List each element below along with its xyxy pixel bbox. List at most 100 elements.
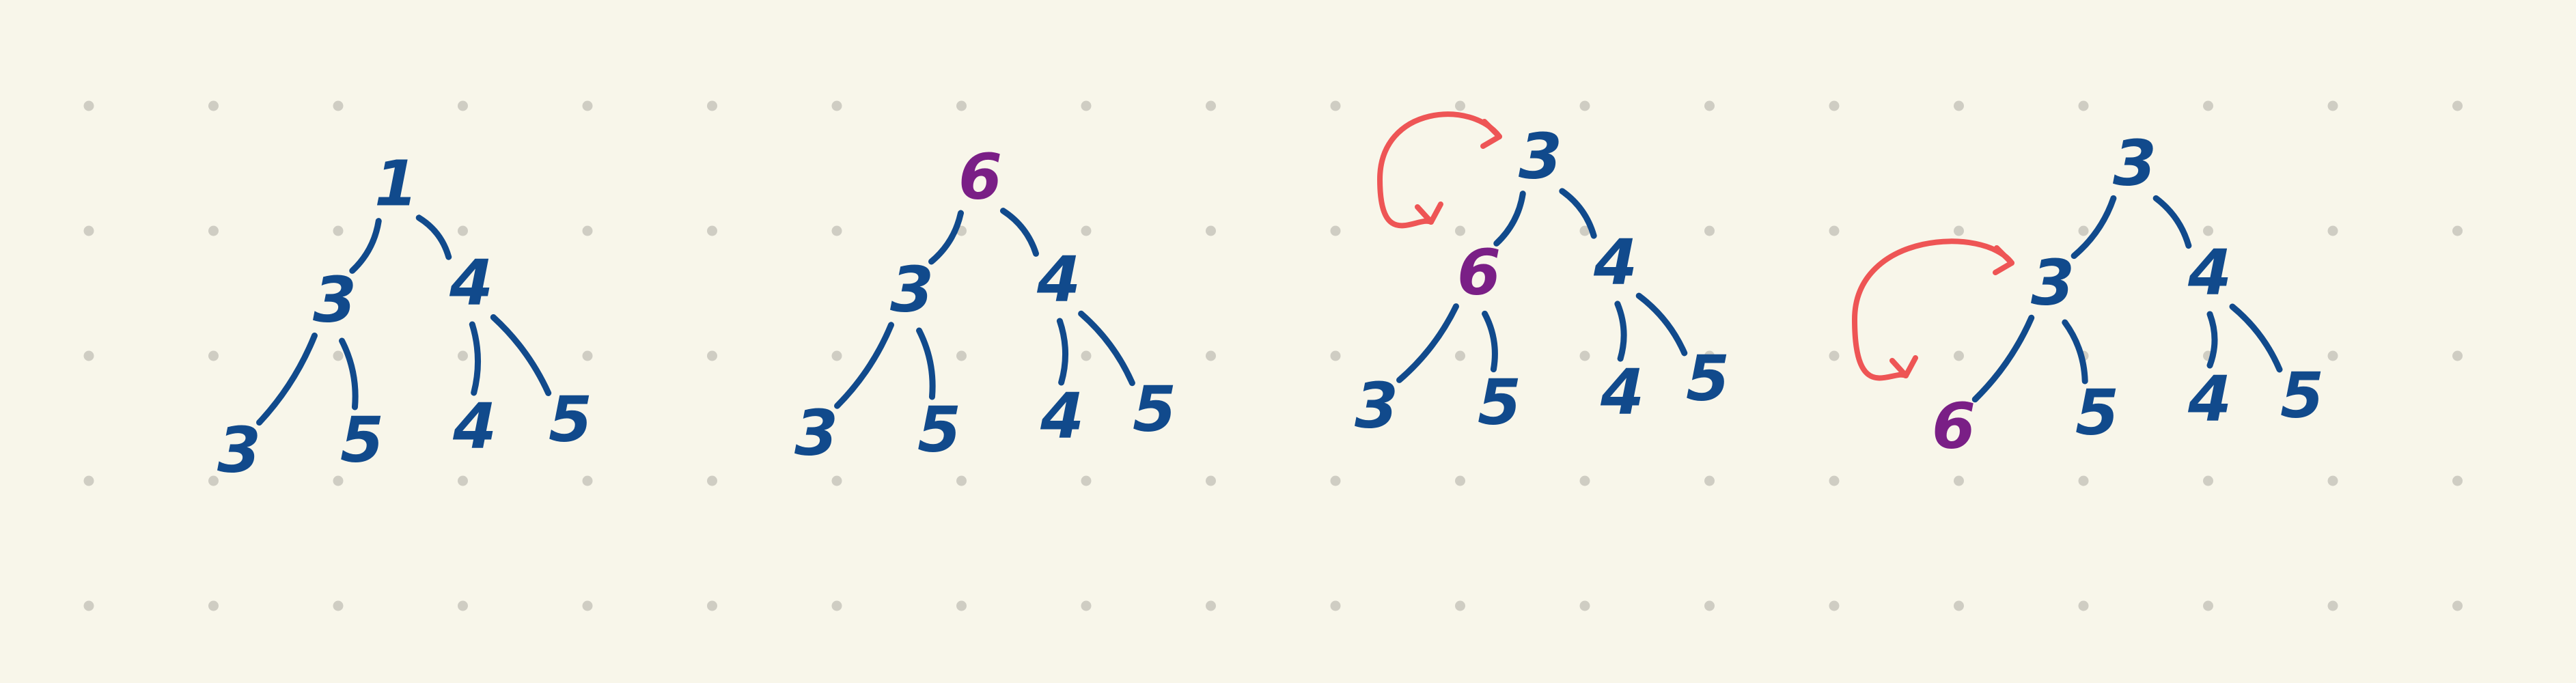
- grid-dot: [83, 475, 94, 486]
- grid-dot: [1704, 225, 1715, 236]
- node-r: 4: [1593, 225, 1637, 298]
- grid-dot: [2078, 225, 2089, 236]
- grid-dot: [1206, 600, 1216, 611]
- arrow-head: [1480, 119, 1502, 149]
- grid-dot: [2203, 225, 2213, 236]
- grid-dot: [2327, 475, 2338, 486]
- grid-dot: [1330, 600, 1341, 611]
- edge-r-rr: [2229, 303, 2283, 373]
- grid-dot: [707, 475, 717, 486]
- grid-dot: [582, 350, 593, 361]
- node-ll: 3: [1355, 369, 1398, 442]
- grid-dot: [2078, 100, 2089, 111]
- grid-dot: [2452, 475, 2463, 486]
- swap-arrow-tree-4: [1852, 238, 2014, 381]
- grid-dot: [1829, 600, 1840, 611]
- edge-r-rl: [2206, 311, 2218, 369]
- edge-r-rl: [1614, 301, 1627, 362]
- edge-root-l: [2071, 195, 2117, 260]
- grid-dot: [1579, 100, 1590, 111]
- grid-dot: [1330, 225, 1341, 236]
- grid-dot: [1579, 225, 1590, 236]
- node-root: 6: [958, 140, 1002, 213]
- edge-l-lr: [2062, 319, 2088, 385]
- node-l: 3: [313, 263, 357, 336]
- node-rr: 5: [2280, 359, 2324, 432]
- grid-dot: [2452, 225, 2463, 236]
- arrow-curve: [1377, 111, 1502, 229]
- grid-dot: [1704, 100, 1715, 111]
- node-rl: 4: [1600, 355, 1644, 428]
- edge-root-r: [999, 208, 1040, 257]
- grid-dot: [1330, 350, 1341, 361]
- node-root: 3: [2113, 126, 2157, 199]
- grid-dot: [458, 100, 468, 111]
- grid-dot: [956, 100, 967, 111]
- grid-dot: [2452, 350, 2463, 361]
- grid-dot: [208, 225, 219, 236]
- grid-dot: [831, 225, 842, 236]
- grid-dot: [1954, 350, 1964, 361]
- grid-dot: [1579, 350, 1590, 361]
- grid-dot: [83, 100, 94, 111]
- node-rl: 4: [452, 389, 497, 462]
- grid-dot: [1954, 475, 1964, 486]
- grid-dot: [2452, 100, 2463, 111]
- grid-dot: [956, 600, 967, 611]
- edge-r-rl: [1056, 318, 1068, 386]
- grid-dot: [1704, 600, 1715, 611]
- node-l: 3: [2031, 246, 2075, 319]
- grid-dot: [831, 475, 842, 486]
- node-lr: 5: [917, 393, 961, 466]
- grid-dot: [1455, 100, 1465, 111]
- grid-dot: [1330, 100, 1341, 111]
- node-rr: 5: [1686, 342, 1730, 415]
- edge-root-l: [1493, 191, 1526, 247]
- node-lr: 5: [340, 403, 384, 476]
- grid-dot: [582, 225, 593, 236]
- node-rl: 4: [2187, 362, 2232, 435]
- grid-dot: [1206, 225, 1216, 236]
- node-l: 6: [1457, 236, 1501, 309]
- node-root: 3: [1519, 120, 1562, 193]
- grid-dot: [208, 475, 219, 486]
- swap-arrow-tree-3: [1377, 111, 1502, 229]
- edge-r-rl: [469, 321, 482, 396]
- node-r: 4: [1036, 242, 1081, 316]
- grid-dot: [458, 475, 468, 486]
- grid-dot: [831, 100, 842, 111]
- grid-dot: [2327, 600, 2338, 611]
- grid-dot: [2203, 475, 2213, 486]
- grid-dot: [458, 350, 468, 361]
- grid-dot: [582, 475, 593, 486]
- node-ll: 3: [794, 396, 838, 469]
- node-l: 3: [890, 253, 934, 326]
- grid-dot: [83, 600, 94, 611]
- grid-dot: [1206, 350, 1216, 361]
- grid-dot: [707, 600, 717, 611]
- grid-dot: [2452, 600, 2463, 611]
- node-r: 4: [2187, 236, 2232, 309]
- node-rr: 5: [1133, 372, 1176, 445]
- grid-dot: [1704, 475, 1715, 486]
- grid-dot: [1829, 475, 1840, 486]
- grid-dot: [1206, 100, 1216, 111]
- grid-dot: [707, 225, 717, 236]
- grid-dot: [707, 350, 717, 361]
- node-r: 4: [449, 246, 493, 319]
- grid-dot: [1704, 350, 1715, 361]
- dot-grid: [83, 100, 2463, 611]
- node-lr: 5: [1478, 365, 1521, 438]
- grid-dot: [831, 350, 842, 361]
- grid-dot: [208, 600, 219, 611]
- grid-dot: [458, 225, 468, 236]
- grid-dot: [956, 350, 967, 361]
- grid-dot: [83, 225, 94, 236]
- grid-dot: [208, 350, 219, 361]
- grid-dot: [1455, 600, 1465, 611]
- arrow-head: [1889, 355, 1918, 378]
